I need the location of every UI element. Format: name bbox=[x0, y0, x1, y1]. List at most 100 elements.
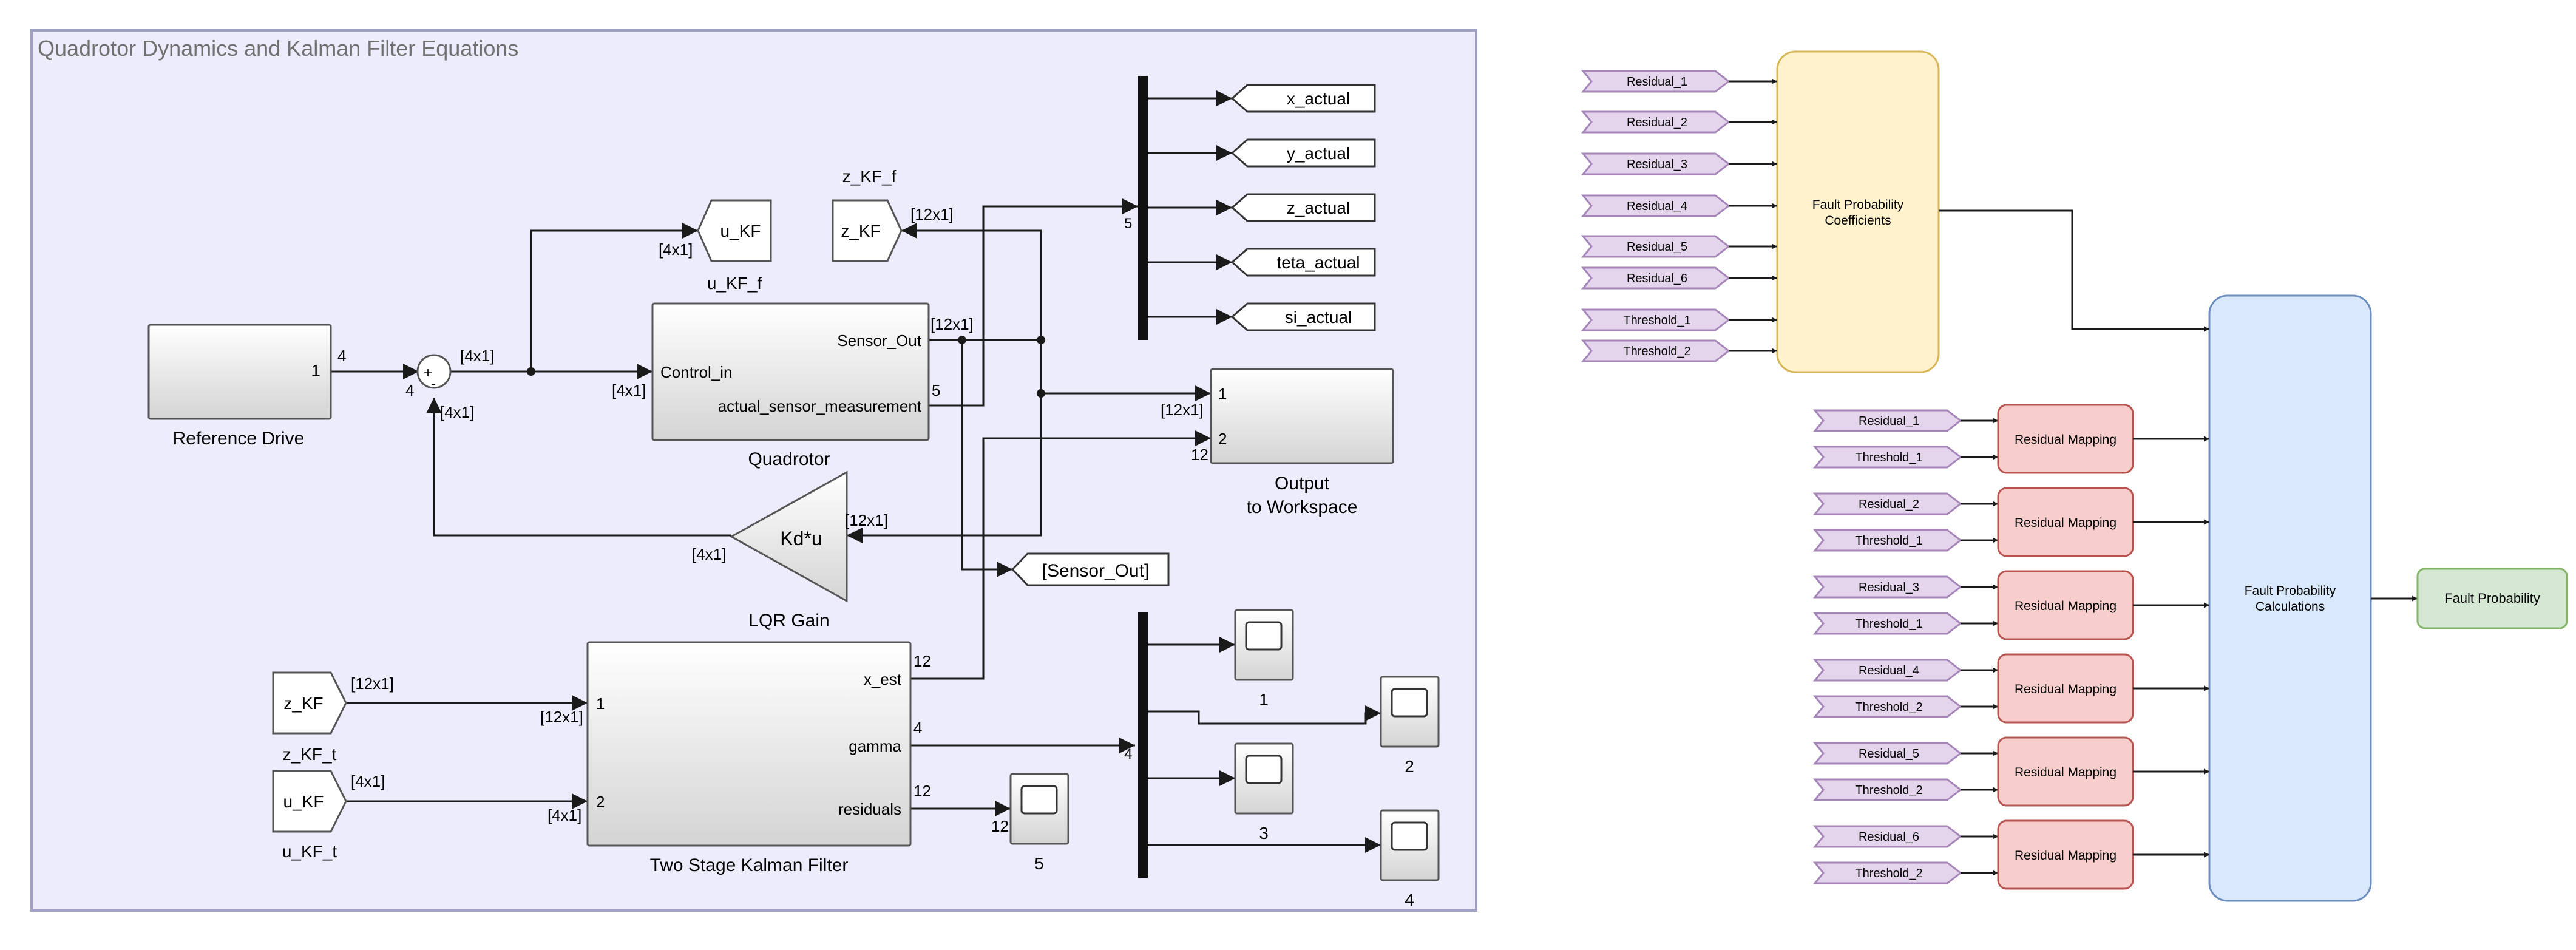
to-workspace-block[interactable]: 1 2 [12x1] 12 Output to Workspace bbox=[1161, 368, 1394, 517]
mapping-residual-tag-label: Residual_6 bbox=[1859, 830, 1919, 844]
mapping-residual-tag-label: Residual_3 bbox=[1859, 581, 1919, 594]
goto-zkf-block[interactable]: z_KF z_KF_f [12x1] bbox=[832, 167, 954, 262]
coefficient-input-tag-label: Residual_6 bbox=[1627, 272, 1687, 285]
quadrotor-width-in: [4x1] bbox=[612, 381, 646, 399]
goto-output-label: si_actual bbox=[1285, 308, 1352, 327]
goto-output-z[interactable]: z_actual bbox=[1230, 193, 1376, 222]
mapping-threshold-tag[interactable]: Threshold_2 bbox=[1812, 695, 1962, 718]
reference-drive-label: Reference Drive bbox=[173, 429, 305, 449]
kalman-width-out1: 12 bbox=[913, 652, 931, 670]
quadrotor-block[interactable]: Control_in Sensor_Out actual_sensor_meas… bbox=[612, 302, 974, 469]
sum-block[interactable]: + - 4 [4x1] [4x1] bbox=[405, 347, 494, 421]
line-xest-to-workspace2 bbox=[910, 430, 1211, 680]
goto-ukf-block[interactable]: u_KF u_KF_f [4x1] bbox=[659, 199, 772, 293]
quadrotor-label: Quadrotor bbox=[748, 449, 830, 469]
residual-mapping-label: Residual Mapping bbox=[2015, 682, 2117, 696]
goto-outputs: x_actual y_actual z_actual teta_actual s… bbox=[1230, 84, 1376, 331]
mapping-residual-tag[interactable]: Residual_2 bbox=[1812, 492, 1962, 515]
lqr-gain-block[interactable]: Kd*u LQR Gain [12x1] [4x1] bbox=[692, 470, 888, 631]
line-mux-to-scope2 bbox=[1147, 705, 1381, 725]
coefficient-input-tag-label: Residual_2 bbox=[1627, 116, 1687, 129]
goto-output-si[interactable]: si_actual bbox=[1230, 302, 1376, 331]
lqr-gain-label: LQR Gain bbox=[748, 611, 829, 631]
mapping-residual-tag[interactable]: Residual_5 bbox=[1812, 742, 1962, 765]
from-zkf-name: z_KF_t bbox=[283, 745, 337, 764]
coefficient-input-tag[interactable]: Residual_3 bbox=[1581, 152, 1730, 175]
from-zkf-block[interactable]: z_KF z_KF_t [12x1] bbox=[272, 671, 394, 764]
kalman-out2-label: gamma bbox=[849, 737, 901, 755]
goto-output-teta[interactable]: teta_actual bbox=[1230, 248, 1376, 277]
coefficient-input-tag[interactable]: Residual_2 bbox=[1581, 110, 1730, 134]
goto-sensor-out-block[interactable]: [Sensor_Out] bbox=[1011, 552, 1170, 586]
from-zkf-width: [12x1] bbox=[351, 674, 394, 693]
mapping-residual-tag-label: Residual_4 bbox=[1859, 664, 1919, 677]
coefficient-input-tag[interactable]: Threshold_1 bbox=[1581, 308, 1730, 331]
scope-4-label: 4 bbox=[1405, 891, 1414, 909]
mapping-threshold-tag[interactable]: Threshold_2 bbox=[1812, 861, 1962, 884]
scope-3-block[interactable]: 3 bbox=[1234, 742, 1294, 843]
coefficient-input-tag[interactable]: Residual_1 bbox=[1581, 70, 1730, 93]
from-ukf-block[interactable]: u_KF u_KF_t [4x1] bbox=[272, 770, 385, 861]
lqr-width-in: [12x1] bbox=[845, 511, 888, 529]
demux-top-width: 5 bbox=[1124, 215, 1132, 232]
coefficient-input-tag[interactable]: Residual_5 bbox=[1581, 235, 1730, 258]
mapping-residual-tag[interactable]: Residual_4 bbox=[1812, 659, 1962, 682]
branch-dot-sensor bbox=[1037, 336, 1045, 344]
scope-1-block[interactable]: 1 bbox=[1234, 609, 1294, 709]
scope-2-block[interactable]: 2 bbox=[1380, 676, 1440, 776]
goto-zkf-name: z_KF_f bbox=[842, 167, 897, 186]
kalman-filter-block[interactable]: 1 2 [12x1] [4x1] x_est gamma residuals 1… bbox=[540, 641, 931, 875]
mapping-residual-tag[interactable]: Residual_6 bbox=[1812, 825, 1962, 848]
line-lqr-to-sum bbox=[426, 398, 731, 537]
calculations-label-line2: Calculations bbox=[2256, 600, 2325, 614]
from-ukf-name: u_KF_t bbox=[282, 842, 337, 861]
kalman-width-in2: [4x1] bbox=[547, 806, 581, 824]
coefficient-input-tag[interactable]: Residual_4 bbox=[1581, 194, 1730, 217]
sum-minus: - bbox=[431, 376, 436, 392]
coefficients-block[interactable] bbox=[1776, 50, 1940, 373]
goto-output-x[interactable]: x_actual bbox=[1230, 84, 1376, 113]
scope-4-block[interactable]: 4 bbox=[1380, 809, 1440, 909]
goto-output-label: teta_actual bbox=[1277, 253, 1360, 272]
coefficient-input-tag[interactable]: Residual_6 bbox=[1581, 266, 1730, 290]
mapping-threshold-tag[interactable]: Threshold_1 bbox=[1812, 446, 1962, 469]
mapping-residual-tag-label: Residual_1 bbox=[1859, 415, 1919, 428]
goto-output-label: y_actual bbox=[1287, 144, 1350, 163]
mapping-threshold-tag[interactable]: Threshold_1 bbox=[1812, 612, 1962, 635]
mapping-threshold-tag[interactable]: Threshold_2 bbox=[1812, 778, 1962, 801]
demux-top-block[interactable]: 5 bbox=[1124, 76, 1148, 340]
quadrotor-in-label: Control_in bbox=[660, 363, 733, 381]
fault-probability-label: Fault Probability bbox=[2444, 591, 2540, 606]
kalman-width-out2: 4 bbox=[913, 719, 922, 737]
scope-5-block[interactable]: 5 12 bbox=[991, 773, 1069, 873]
mux-bottom-block[interactable]: 4 bbox=[1124, 612, 1148, 878]
kalman-in2: 2 bbox=[596, 793, 605, 811]
scope-1-label: 1 bbox=[1259, 690, 1269, 709]
fault-flowchart: Fault Probability Coefficients Residual_… bbox=[1581, 50, 2568, 902]
mapping-threshold-tag[interactable]: Threshold_1 bbox=[1812, 529, 1962, 552]
branch-dot-sensor2 bbox=[1037, 389, 1045, 398]
reference-drive-block[interactable]: 1 Reference Drive 4 bbox=[147, 324, 346, 449]
kalman-width-out3: 12 bbox=[913, 782, 931, 800]
coefficient-input-tag-label: Threshold_1 bbox=[1623, 314, 1690, 327]
coefficient-input-tag-label: Residual_5 bbox=[1627, 240, 1687, 254]
goto-zkf-tag: z_KF bbox=[841, 222, 880, 240]
mux-bottom-width: 4 bbox=[1124, 746, 1132, 762]
residual-mapping-label: Residual Mapping bbox=[2015, 849, 2117, 863]
fault-probability-output[interactable] bbox=[2416, 568, 2568, 629]
calculations-label-line1: Fault Probability bbox=[2245, 584, 2336, 598]
mapping-residual-tag[interactable]: Residual_1 bbox=[1812, 409, 1962, 432]
calculations-block[interactable] bbox=[2208, 294, 2372, 902]
goto-output-y[interactable]: y_actual bbox=[1230, 138, 1376, 168]
quadrotor-out1-label: Sensor_Out bbox=[837, 331, 922, 350]
mapping-residual-tag[interactable]: Residual_3 bbox=[1812, 575, 1962, 599]
line-actual-to-demux bbox=[929, 198, 1138, 407]
goto-ukf-width: [4x1] bbox=[659, 240, 693, 259]
quadrotor-width-out2: 5 bbox=[932, 381, 940, 399]
coefficient-input-tag[interactable]: Threshold_2 bbox=[1581, 339, 1730, 362]
